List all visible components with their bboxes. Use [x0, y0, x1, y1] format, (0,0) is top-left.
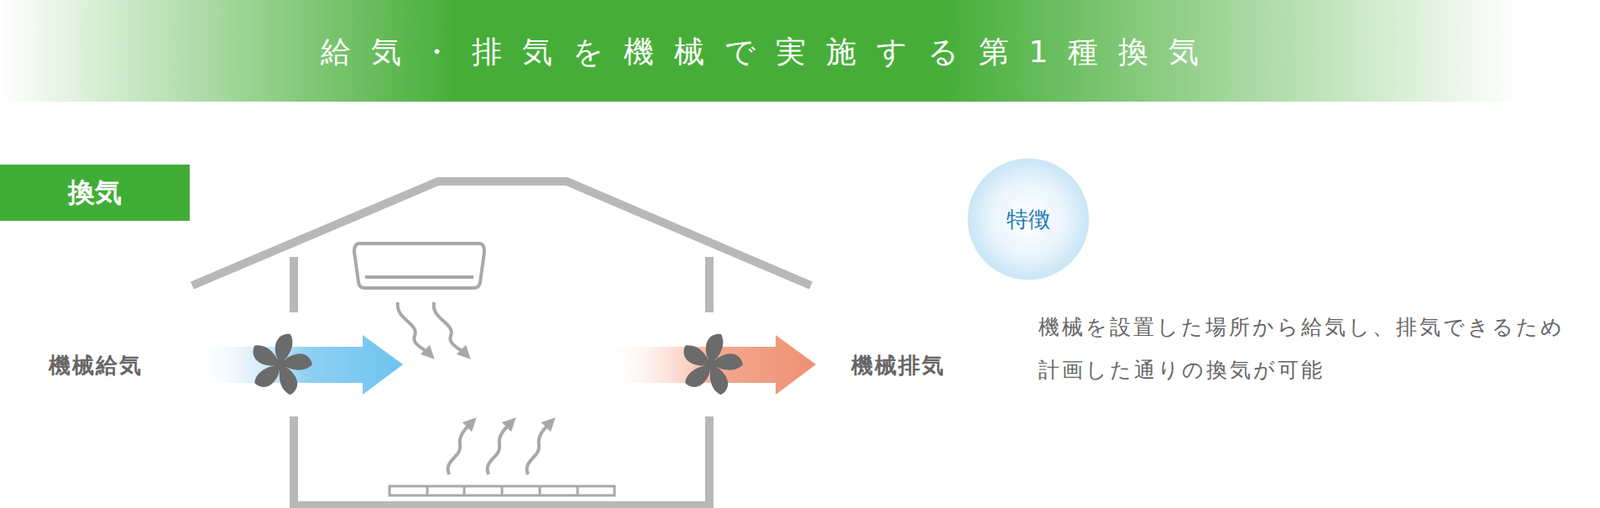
feature-description: 機械を設置した場所から給気し、排気できるため 計画した通りの換気が可能 [1038, 305, 1569, 392]
section-tag: 換気 [0, 164, 190, 221]
title: 給気・排気を機械で実施する第1種換気 [0, 31, 1520, 74]
tag-text: 換気 [67, 174, 122, 212]
feature-heading: 特徴 [1006, 204, 1051, 235]
floor-heater [389, 486, 615, 496]
circle-shape [967, 158, 1089, 280]
supply-fan [250, 334, 314, 397]
airflow-arrows [397, 302, 551, 475]
house [192, 181, 811, 506]
supply-label: 機械給気 [48, 352, 143, 378]
exhaust-fan [680, 334, 744, 397]
exhaust-label: 機械排気 [851, 352, 946, 378]
feature-circle: 特徴 [967, 157, 1090, 281]
air-conditioner [354, 243, 485, 288]
title-band [0, 0, 1520, 102]
